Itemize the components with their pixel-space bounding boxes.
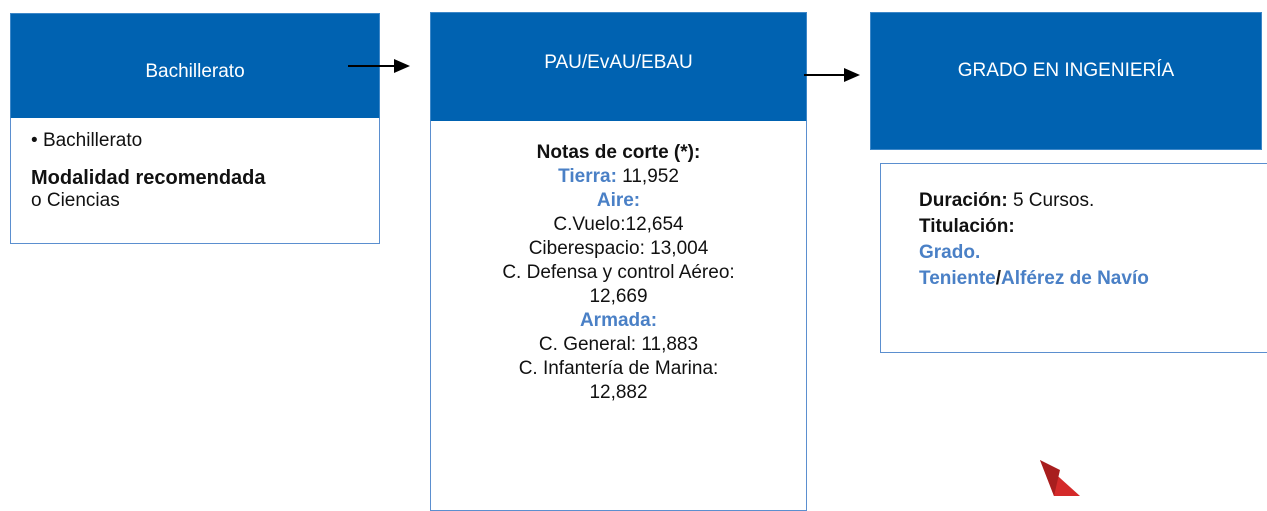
teniente-text: Teniente <box>919 268 996 289</box>
pau-title: PAU/EvAU/EBAU <box>544 52 693 73</box>
arrow-right-icon <box>804 68 860 82</box>
aire-line: 12,669 <box>589 286 648 307</box>
tierra-value: 11,952 <box>616 166 679 187</box>
alferez-text: Alférez de Navío <box>1001 268 1149 289</box>
tierra-line: Tierra: 11,952 <box>431 165 806 189</box>
aire-line: Ciberespacio: 13,004 <box>528 238 709 259</box>
bachillerato-header: Bachillerato <box>10 13 380 119</box>
ciencias-line: o Ciencias <box>31 190 120 212</box>
aire-line: C.Vuelo:12,654 <box>553 214 684 235</box>
rank-line: Teniente/Alférez de Navío <box>919 266 1149 292</box>
notas-heading: Notas de corte (*): <box>536 142 701 163</box>
duracion-label: Duración: <box>919 190 1008 211</box>
bachillerato-bullet-line: • Bachillerato <box>31 130 142 152</box>
ciencias-text: Ciencias <box>46 190 120 211</box>
duracion-value: 5 Cursos. <box>1007 190 1095 211</box>
grado-title: GRADO EN INGENIERÍA <box>957 60 1175 81</box>
grado-text: Grado. <box>919 242 981 263</box>
grado-body: Duración: 5 Cursos. Titulación: Grado. T… <box>880 163 1267 353</box>
aire-line: C. Defensa y control Aéreo: <box>502 262 735 283</box>
bachillerato-bullet-text: Bachillerato <box>42 130 143 151</box>
grado-details: Duración: 5 Cursos. Titulación: Grado. T… <box>919 188 1149 292</box>
grado-header: GRADO EN INGENIERÍA <box>870 12 1262 150</box>
arrow-right-icon <box>348 59 410 73</box>
armada-line: C. General: 11,883 <box>538 334 699 355</box>
slash-text: / <box>995 268 1001 289</box>
tierra-label: Tierra: <box>558 166 617 187</box>
armada-line: 12,882 <box>589 382 648 403</box>
armada-line: C. Infantería de Marina: <box>518 358 719 379</box>
duracion-line: Duración: 5 Cursos. <box>919 188 1149 214</box>
bachillerato-body: • Bachillerato Modalidad recomendada o C… <box>10 118 380 244</box>
bullet-dot-icon: • <box>31 130 38 151</box>
notas-column: Notas de corte (*): Tierra: 11,952 Aire:… <box>431 141 806 405</box>
armada-label: Armada: <box>579 310 658 331</box>
bachillerato-title: Bachillerato <box>145 61 245 82</box>
aire-label: Aire: <box>596 190 641 211</box>
circle-bullet-icon: o <box>31 190 42 211</box>
pau-body: Notas de corte (*): Tierra: 11,952 Aire:… <box>430 121 807 511</box>
titulacion-label: Titulación: <box>919 216 1015 237</box>
pau-header: PAU/EvAU/EBAU <box>430 12 807 122</box>
red-arrow-decoration <box>1040 460 1080 496</box>
modalidad-heading: Modalidad recomendada <box>31 167 266 189</box>
